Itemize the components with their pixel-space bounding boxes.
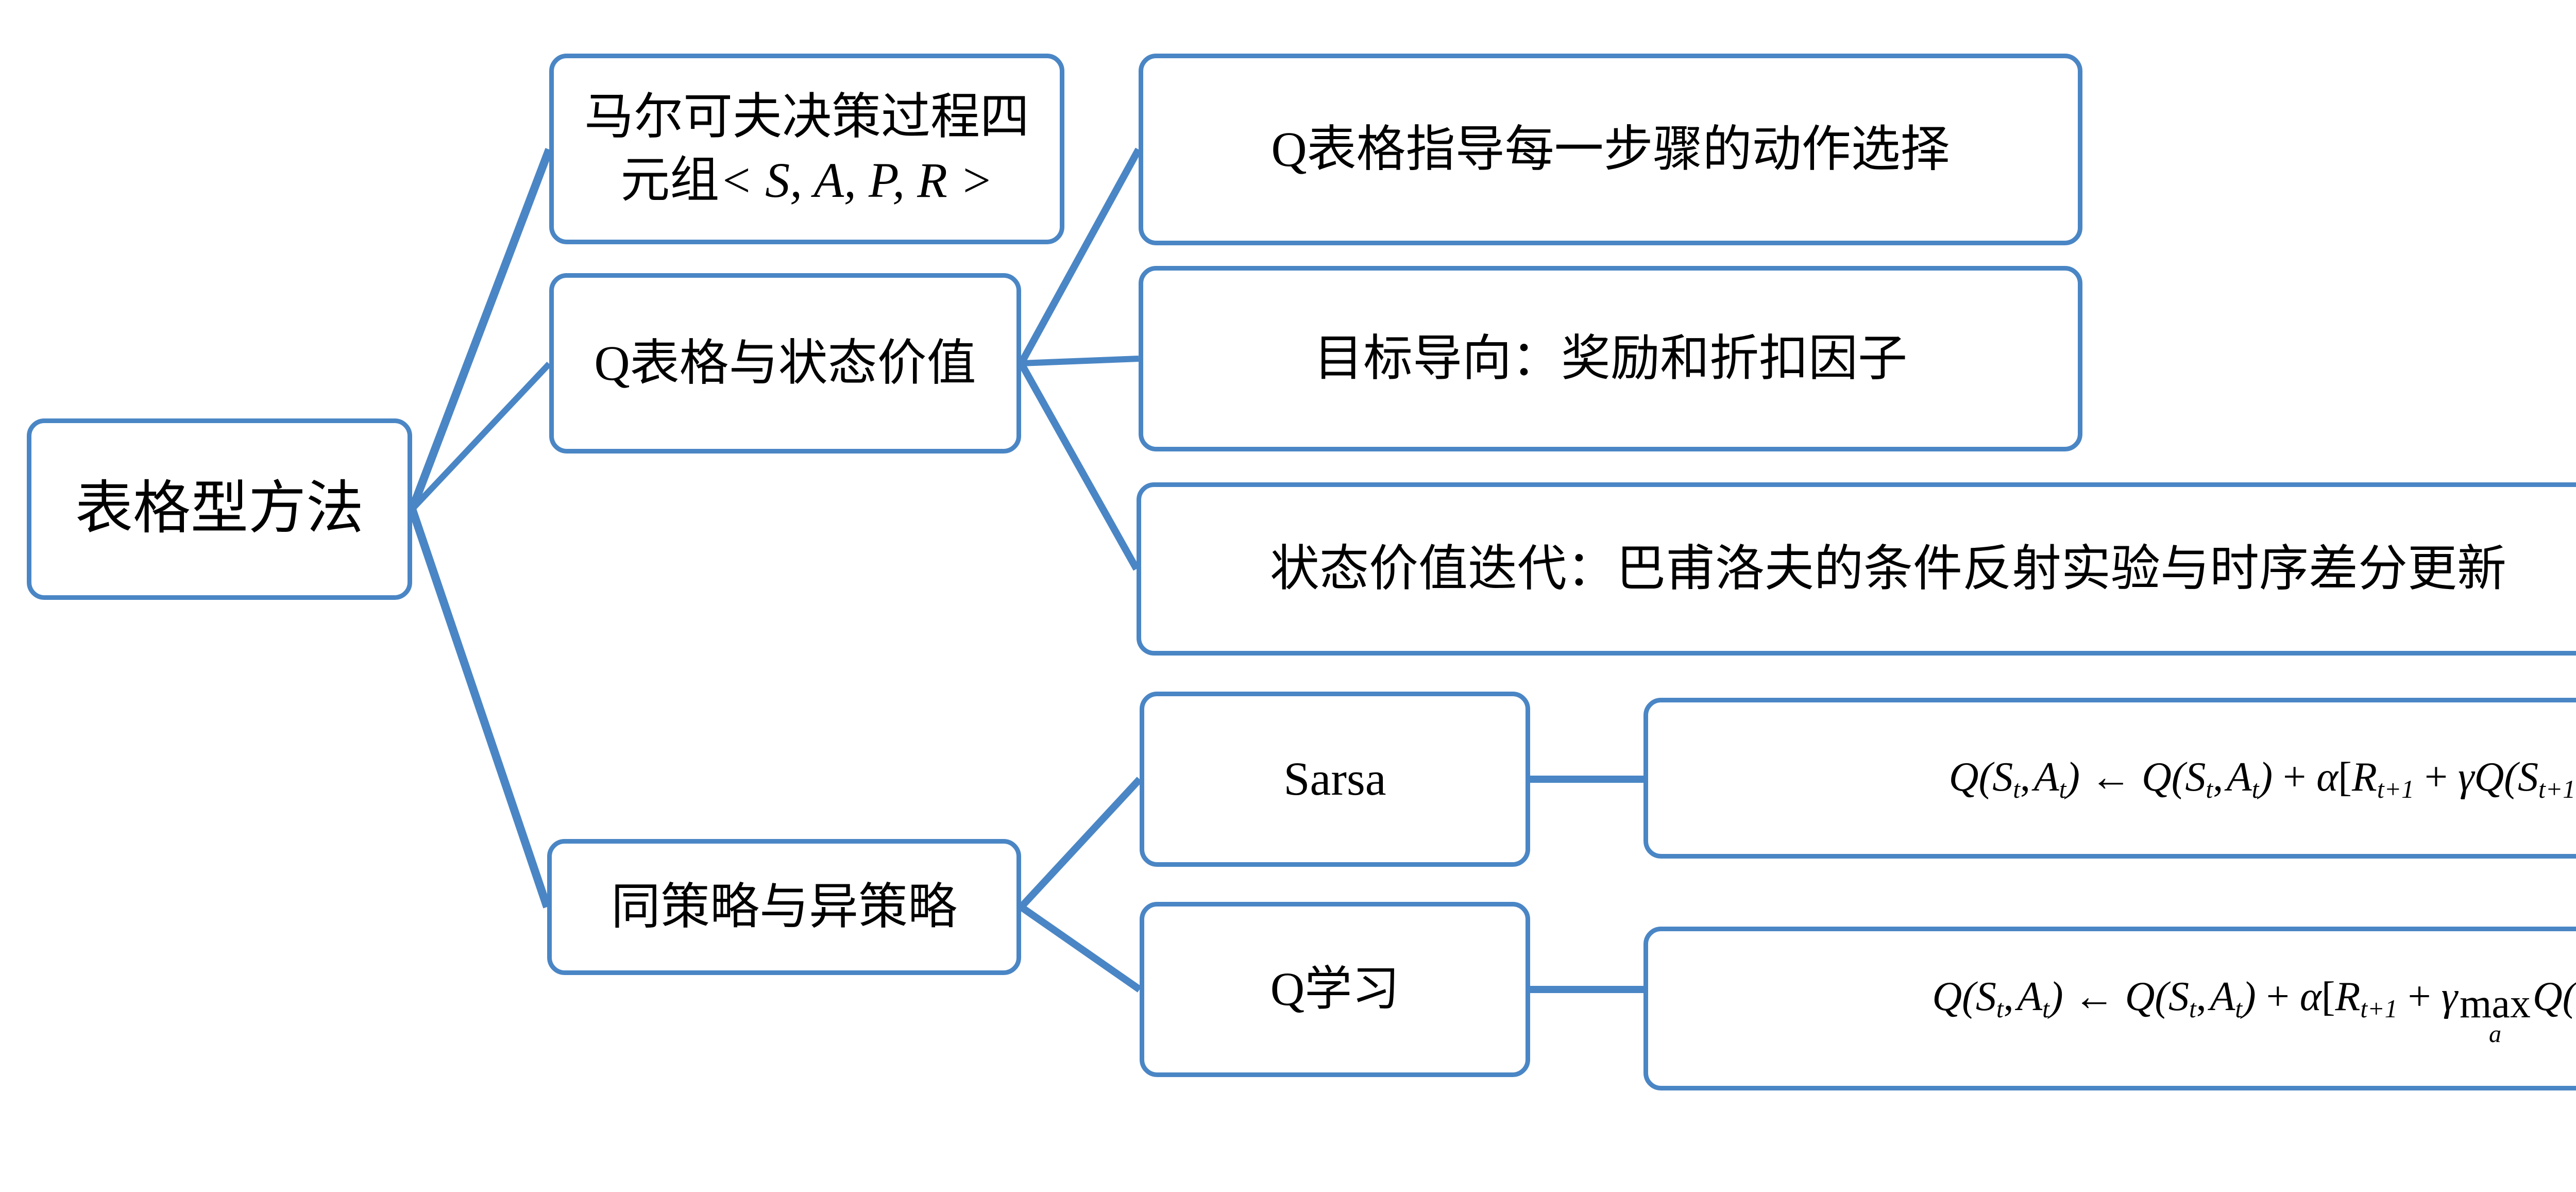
qeq-q2: Q — [2125, 973, 2155, 1019]
edge-policy-to-sarsa — [1018, 777, 1143, 910]
node-qtable-label: Q表格与状态价值 — [594, 335, 976, 391]
eq-sub-t1a: t+1 — [2377, 775, 2414, 803]
eq-sub-t1b: t+1 — [2538, 775, 2575, 803]
qeq-q3: Q — [2532, 973, 2563, 1019]
eq-sub-t4: t — [2251, 775, 2259, 803]
eq-alpha: α — [2316, 754, 2338, 800]
edge-qtable-to-valueiter — [1018, 361, 1140, 571]
eq-arrow: ← — [2090, 754, 2131, 800]
node-goal-label: 目标导向：奖励和折扣因子 — [1314, 330, 1907, 386]
eq-a2: A — [2226, 754, 2252, 800]
node-sarsa[interactable]: Sarsa — [1140, 692, 1530, 867]
qeq-alpha: α — [2299, 973, 2321, 1019]
qeq-comma: , — [2003, 973, 2014, 1019]
qeq-sub-t: t — [1996, 994, 2004, 1023]
qeq-plus2: + — [2408, 973, 2431, 1019]
eq-sub-t2: t — [2059, 775, 2066, 803]
eq-s: S — [1992, 754, 2013, 800]
node-guide-label: Q表格指导每一步骤的动作选择 — [1271, 121, 1950, 177]
qeq-lbracket: [ — [2321, 973, 2335, 1019]
qeq-sub-t3: t — [2189, 994, 2196, 1023]
node-mdp-label-line2-prefix: 元组 — [620, 153, 720, 208]
qeq-comma2: , — [2196, 973, 2207, 1019]
qeq-gamma: γ — [2441, 973, 2458, 1019]
node-qlearning-label: Q学习 — [1270, 963, 1400, 1016]
node-mdp-label-line1: 马尔可夫决策过程四 — [584, 89, 1029, 145]
eq-plus: + — [2283, 754, 2307, 800]
eq-q2: Q — [2141, 754, 2172, 800]
eq-comma: , — [2020, 754, 2030, 800]
eq-lparen: ( — [1978, 754, 1993, 800]
eq-lbracket: [ — [2338, 754, 2352, 800]
eq-q: Q — [1948, 754, 1979, 800]
eq-lparen3: ( — [2504, 754, 2518, 800]
eq-s3: S — [2517, 754, 2538, 800]
qeq-lparen3: ( — [2562, 973, 2576, 1019]
edge-policy-to-qlearn — [1019, 904, 1142, 993]
qeq-plus: + — [2266, 973, 2290, 1019]
eq-rparen: ) — [2066, 754, 2080, 800]
qeq-q: Q — [1932, 973, 1962, 1019]
qeq-lparen2: ( — [2155, 973, 2168, 1019]
qeq-s2: S — [2168, 973, 2189, 1019]
node-value-iteration-label: 状态价值迭代：巴甫洛夫的条件反射实验与时序差分更新 — [1270, 541, 2506, 596]
eq-r: R — [2351, 754, 2377, 800]
qeq-s: S — [1975, 973, 1996, 1019]
eq-sub-t: t — [2013, 775, 2020, 803]
eq-comma3: , — [2575, 754, 2576, 800]
eq-lparen2: ( — [2171, 754, 2185, 800]
edge-qtable-to-goal — [1021, 356, 1139, 366]
edge-root-to-policy — [408, 508, 551, 909]
qeq-r: R — [2335, 973, 2361, 1019]
eq-comma2: , — [2213, 754, 2224, 800]
node-goal[interactable]: 目标导向：奖励和折扣因子 — [1139, 266, 2082, 451]
node-mdp-label-tuple: < S, A, P, R > — [719, 153, 993, 208]
eq-gamma: γ — [2458, 754, 2475, 800]
node-policy-label: 同策略与异策略 — [611, 879, 957, 934]
sarsa-equation-text: Q(St, At) ← Q(St, At) + α[Rt+1 + γQ(St+1… — [1656, 751, 2576, 805]
eq-a: A — [2033, 754, 2059, 800]
node-sarsa-equation[interactable]: Q(St, At) ← Q(St, At) + α[Rt+1 + γQ(St+1… — [1643, 698, 2576, 859]
eq-q3: Q — [2474, 754, 2504, 800]
node-guide[interactable]: Q表格指导每一步骤的动作选择 — [1139, 54, 2082, 245]
eq-s2: S — [2185, 754, 2206, 800]
node-mdp-label: 马尔可夫决策过程四 元组< S, A, P, R > — [562, 86, 1052, 212]
node-root[interactable]: 表格型方法 — [27, 418, 412, 600]
qeq-rparen: ) — [2049, 973, 2063, 1019]
max-label: max — [2460, 981, 2531, 1027]
qeq-a: A — [2017, 973, 2043, 1019]
qeq-arrow: ← — [2073, 973, 2115, 1019]
qeq-lparen: ( — [1962, 973, 1976, 1019]
qeq-rparen2: ) — [2242, 973, 2256, 1019]
eq-sub-t3: t — [2206, 775, 2213, 803]
qeq-sub-t1a: t+1 — [2360, 994, 2398, 1023]
qeq-a2: A — [2210, 973, 2235, 1019]
node-sarsa-label: Sarsa — [1283, 752, 1386, 805]
qeq-sub-t4: t — [2235, 994, 2243, 1023]
node-qlearning[interactable]: Q学习 — [1140, 902, 1530, 1077]
max-limit-a: a — [2488, 1020, 2501, 1048]
node-policy[interactable]: 同策略与异策略 — [547, 839, 1021, 975]
qeq-sub-t2: t — [2042, 994, 2049, 1023]
edge-root-to-mdp — [408, 148, 553, 511]
node-root-label: 表格型方法 — [75, 477, 364, 541]
edge-root-to-qtable — [410, 361, 552, 512]
eq-rparen2: ) — [2259, 754, 2273, 800]
node-mdp[interactable]: 马尔可夫决策过程四 元组< S, A, P, R > — [549, 54, 1064, 244]
eq-plus2: + — [2424, 754, 2448, 800]
node-value-iteration[interactable]: 状态价值迭代：巴甫洛夫的条件反射实验与时序差分更新 — [1137, 482, 2576, 656]
node-qtable[interactable]: Q表格与状态价值 — [549, 273, 1021, 454]
